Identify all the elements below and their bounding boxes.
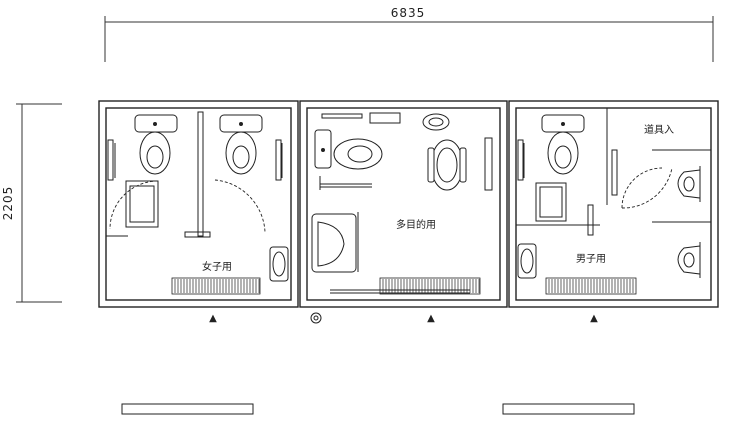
womens-toilet-1 — [134, 114, 178, 175]
multipurpose-room-label: 多目的用 — [396, 218, 436, 231]
mens-toilet — [541, 114, 585, 175]
mens-door-swing — [621, 167, 673, 209]
mens-urinal-1 — [677, 166, 701, 202]
womens-toilet-2 — [219, 114, 263, 175]
womens-room-label: 女子用 — [202, 260, 232, 273]
multipurpose-toilet — [314, 129, 383, 170]
height-dimension — [16, 103, 62, 303]
multipurpose-handrails — [319, 112, 401, 190]
womens-stall-partitions — [106, 111, 283, 238]
mens-room-label: 男子用 — [576, 253, 606, 265]
womens-accessory-box — [125, 180, 159, 228]
multipurpose-changing-board — [427, 137, 493, 191]
mens-sink — [517, 243, 537, 279]
storage-room-label: 道具入 — [644, 123, 674, 136]
entrance-marker-multipurpose: ▲ — [427, 313, 435, 324]
multipurpose-sink — [311, 212, 359, 273]
footing-outline-right — [502, 403, 635, 415]
womens-door-swings — [109, 179, 266, 233]
multipurpose-baby-seat — [422, 113, 450, 131]
womens-sink — [269, 246, 289, 282]
mens-partitions — [516, 108, 711, 236]
entrance-marker-mens: ▲ — [590, 313, 598, 324]
footing-outline-left — [121, 403, 254, 415]
width-dimension-label: 6835 — [391, 6, 426, 20]
entrance-marker-womens: ▲ — [209, 313, 217, 324]
multipurpose-hinge — [310, 312, 322, 324]
mens-accessory-box — [535, 182, 567, 222]
height-dimension-label: 2205 — [1, 186, 15, 221]
exterior-walls — [98, 100, 719, 308]
mens-urinal-2 — [677, 242, 701, 278]
multipurpose-floor-rail — [330, 289, 470, 294]
width-dimension — [104, 16, 714, 62]
